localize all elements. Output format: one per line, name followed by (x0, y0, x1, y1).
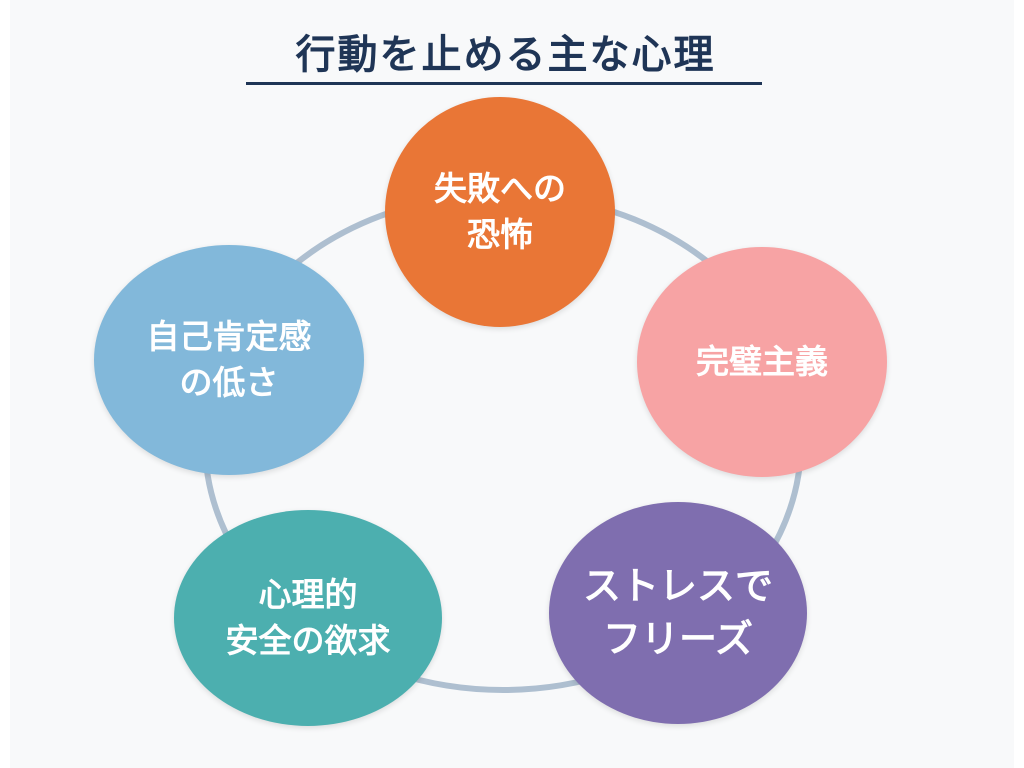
node-label: 失敗への 恐怖 (434, 168, 566, 254)
node-low-self-esteem: 自己肯定感 の低さ (94, 245, 364, 475)
node-label: 自己肯定感 の低さ (146, 316, 312, 402)
node-label: 心理的 安全の欲求 (225, 574, 391, 660)
node-label: ストレスで フリーズ (582, 563, 773, 661)
node-perfectionism: 完璧主義 (637, 247, 887, 477)
node-psychological-safety: 心理的 安全の欲求 (174, 510, 442, 726)
node-freeze-under-stress: ストレスで フリーズ (549, 502, 807, 724)
node-label: 完璧主義 (696, 341, 828, 381)
title-underline (246, 82, 762, 85)
diagram-title: 行動を止める主な心理 (295, 32, 716, 78)
node-fear-of-failure: 失敗への 恐怖 (385, 97, 615, 327)
